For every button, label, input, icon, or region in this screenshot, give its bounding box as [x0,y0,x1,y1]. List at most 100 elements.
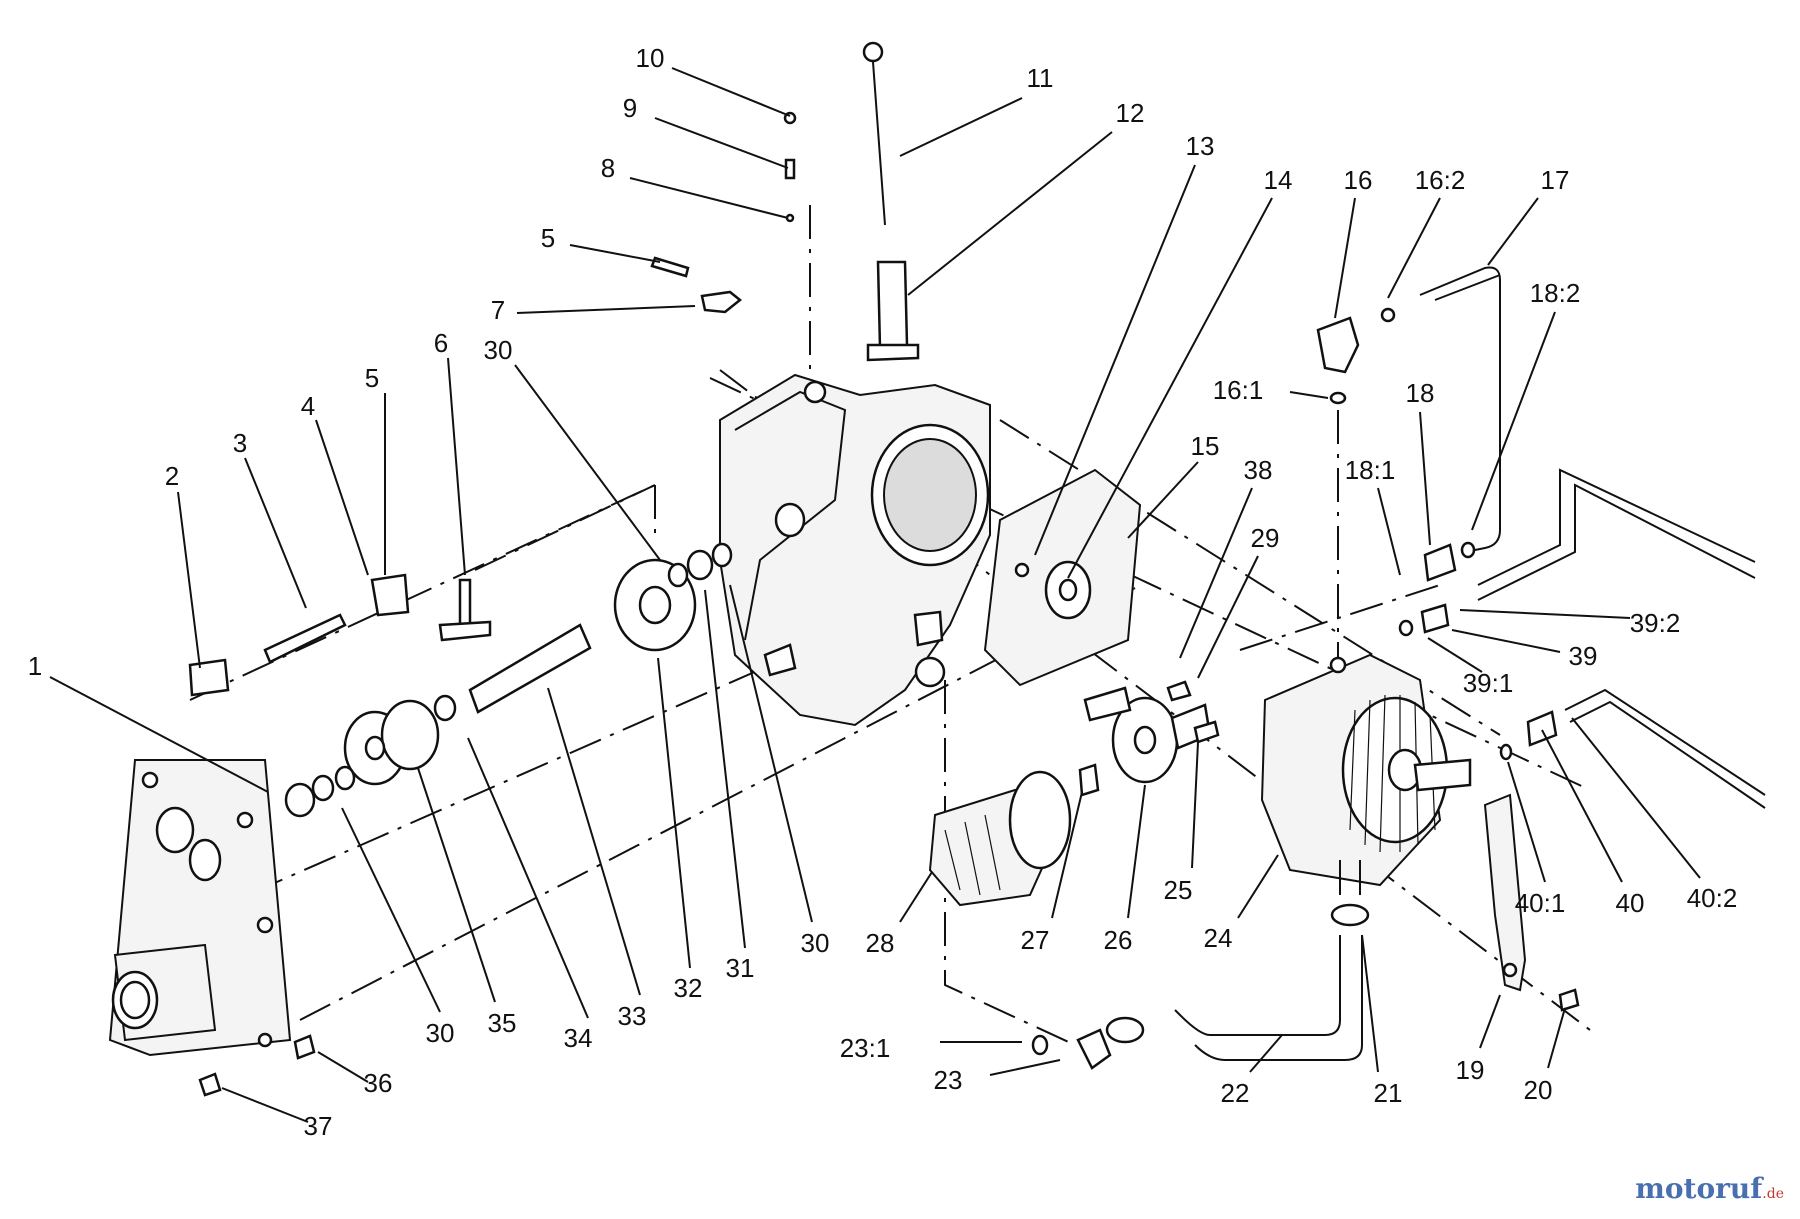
callout-number: 39:1 [1463,668,1514,698]
leader-line [467,737,589,1019]
callout-number: 18:2 [1530,278,1581,308]
shaft-parts [188,482,806,818]
fittings-tubes [1316,266,1766,809]
gasket-plate [983,468,1142,687]
watermark-mark: motoruf [1635,1172,1763,1205]
callout-number: 36 [364,1068,393,1098]
left-cover-plate [108,759,292,1057]
callout-number: 7 [491,295,505,325]
leader-line [1507,761,1546,883]
leader-line [1289,391,1329,399]
callout-number: 40 [1616,888,1645,918]
callout-number: 29 [1251,523,1280,553]
callout-number: 37 [304,1111,333,1141]
callout-number: 14 [1264,165,1293,195]
leader-line [49,676,269,793]
leader-line [629,177,789,219]
leader-line [1127,461,1199,539]
callout-number: 17 [1541,165,1570,195]
callout-number: 26 [1104,925,1133,955]
callout-number: 34 [564,1023,593,1053]
callout-number: 19 [1456,1055,1485,1085]
callout-number: 11 [1027,63,1054,93]
callout-number: 39:2 [1630,608,1681,638]
leader-line [1197,555,1259,679]
callout-number: 9 [623,93,637,123]
leader-line [729,584,813,923]
callout-number: 18 [1406,378,1435,408]
callout-number: 27 [1021,925,1050,955]
leader-line [317,1051,369,1083]
leader-line [1237,854,1279,919]
leader-line [671,67,791,117]
callout-number: 30 [426,1018,455,1048]
callout-number: 28 [866,928,895,958]
callout-number: 23:1 [840,1033,891,1063]
bracket [1483,793,1580,1012]
leader-line [1387,197,1441,299]
callout-number: 40:2 [1687,883,1738,913]
callout-number: 10 [636,43,665,73]
leader-line [1034,164,1196,556]
leader-line [1459,609,1631,619]
callout-number: 5 [541,223,555,253]
leader-line [315,419,369,576]
leader-line [1427,637,1483,673]
callout-number: 18:1 [1345,455,1396,485]
leader-line [1487,197,1539,266]
leader-line [899,97,1023,157]
leader-line [1249,1034,1283,1073]
callout-number: 8 [601,153,615,183]
callout-number: 4 [301,391,315,421]
leader-line [1451,629,1561,653]
callout-number: 5 [365,363,379,393]
callout-number: 15 [1191,431,1220,461]
leader-line [341,807,441,1013]
hose [1031,860,1370,1070]
callout-number: 31 [726,953,755,983]
leader-line [447,357,466,576]
callout-number: 16 [1344,165,1373,195]
leader-line [1051,791,1083,919]
leader-line [547,687,641,996]
watermark-logo: motoruf.de [1635,1172,1784,1205]
callout-number: 6 [434,328,448,358]
leader-line [704,589,746,949]
dipstick [862,41,920,362]
callout-number: 12 [1116,98,1145,128]
callout-number: 35 [488,1008,517,1038]
callout-number: 20 [1524,1075,1553,1105]
callout-number: 38 [1244,455,1273,485]
leader-line [1479,994,1501,1049]
leader-line [1361,934,1379,1073]
leader-line [654,117,789,169]
leader-line [657,657,691,969]
callout-number: 40:1 [1515,888,1566,918]
callout-number: 3 [233,428,247,458]
leader-line [221,1087,309,1123]
leader-line [899,871,933,923]
leader-line [907,131,1113,296]
watermark-tld: .de [1762,1186,1784,1202]
callout-number: 39 [1569,641,1598,671]
callout-number: 30 [484,335,513,365]
oil-filter [928,770,1072,907]
leader-line [1377,487,1401,576]
callout-number: 16:2 [1415,165,1466,195]
leader-line [1067,197,1273,579]
callout-number: 24 [1204,923,1233,953]
filter-adapter [1078,680,1220,797]
callout-number: 33 [618,1001,647,1031]
leader-line [1571,717,1701,879]
callout-number: 32 [674,973,703,1003]
callout-number: 23 [934,1065,963,1095]
callout-number: 21 [1374,1078,1403,1108]
leader-line [244,457,307,609]
leader-line [417,767,496,1003]
callout-number: 1 [28,651,42,681]
leader-line [516,305,696,314]
leader-line [989,1059,1061,1076]
callout-number: 2 [165,461,179,491]
